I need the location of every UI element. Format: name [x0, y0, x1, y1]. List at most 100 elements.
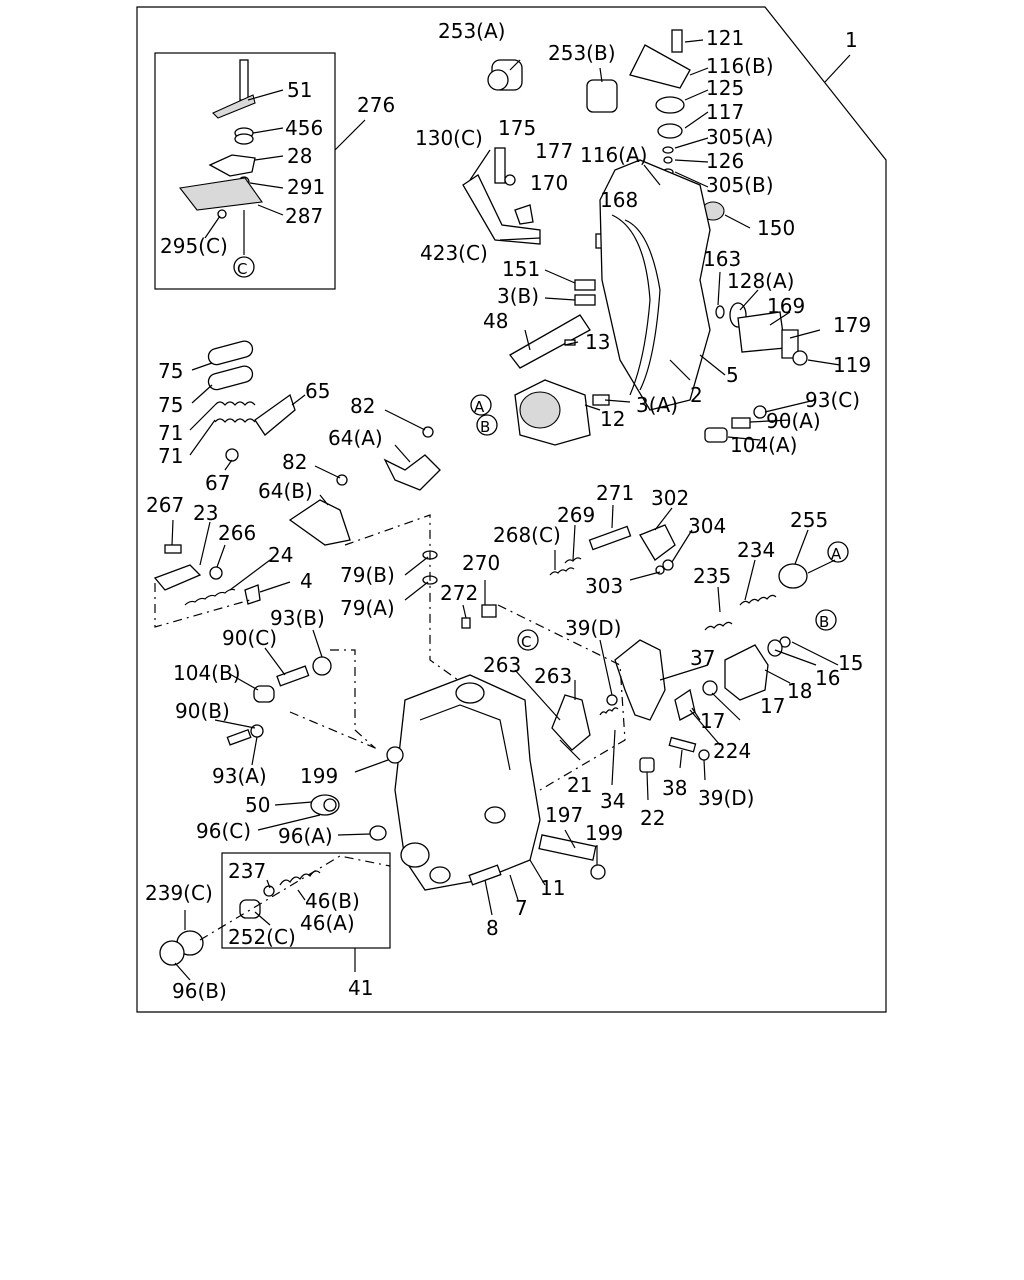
label-252c: 252(C): [228, 925, 296, 949]
label-34: 34: [600, 789, 625, 813]
label-237: 237: [228, 859, 266, 883]
label-46b: 46(B): [305, 889, 360, 913]
marker-a-right-text: A: [831, 545, 842, 563]
label-197: 197: [545, 803, 583, 827]
label-22: 22: [640, 806, 665, 830]
label-16: 16: [815, 666, 840, 690]
label-177: 177: [535, 139, 573, 163]
label-67: 67: [205, 471, 230, 495]
label-75b: 75: [158, 393, 183, 417]
label-130c: 130(C): [415, 126, 483, 150]
part-labels: 253(A) 253(B) 121 116(B) 125 117 305(A) …: [145, 19, 871, 1003]
label-15: 15: [838, 651, 863, 675]
label-90b: 90(B): [175, 699, 230, 723]
label-270: 270: [462, 551, 500, 575]
label-21: 21: [567, 773, 592, 797]
marker-b-right: [815, 609, 837, 631]
label-116b: 116(B): [706, 54, 774, 78]
label-163: 163: [703, 247, 741, 271]
label-71a: 71: [158, 421, 183, 445]
marker-b-right-text: B: [819, 613, 829, 631]
label-126: 126: [706, 149, 744, 173]
inset-276-box: [154, 52, 336, 290]
label-175: 175: [498, 116, 536, 140]
label-93a: 93(A): [212, 764, 267, 788]
label-41: 41: [348, 976, 373, 1000]
label-235: 235: [693, 564, 731, 588]
marker-c-right: [517, 629, 539, 651]
label-18: 18: [787, 679, 812, 703]
label-276: 276: [357, 93, 395, 117]
label-11: 11: [540, 876, 565, 900]
label-224: 224: [713, 739, 751, 763]
label-116a: 116(A): [580, 143, 647, 167]
label-267: 267: [146, 493, 184, 517]
label-39d-a: 39(D): [565, 616, 621, 640]
label-12: 12: [600, 407, 625, 431]
label-151: 151: [502, 257, 540, 281]
label-3a: 3(A): [636, 393, 678, 417]
label-305b: 305(B): [706, 173, 774, 197]
diagram-frame: [136, 6, 887, 1013]
marker-c-inset: C: [237, 260, 247, 278]
label-255: 255: [790, 508, 828, 532]
label-117: 117: [706, 100, 744, 124]
label-456: 456: [285, 116, 323, 140]
label-272: 272: [440, 581, 478, 605]
label-199a: 199: [300, 764, 338, 788]
label-199b: 199: [585, 821, 623, 845]
label-268c: 268(C): [493, 523, 561, 547]
marker-c-right-text: C: [521, 633, 531, 651]
label-104b: 104(B): [173, 661, 241, 685]
label-234: 234: [737, 538, 775, 562]
inset-41-box: [221, 852, 391, 949]
label-75a: 75: [158, 359, 183, 383]
label-7: 7: [515, 896, 528, 920]
label-79b: 79(B): [340, 563, 395, 587]
label-90a: 90(A): [766, 409, 821, 433]
label-96a: 96(A): [278, 824, 333, 848]
label-82a: 82: [350, 394, 375, 418]
label-269: 269: [557, 503, 595, 527]
right-middle-parts: A B C: [461, 524, 849, 791]
label-239c: 239(C): [145, 881, 213, 905]
label-2: 2: [690, 383, 703, 407]
label-119: 119: [833, 353, 871, 377]
label-17b: 17: [700, 709, 725, 733]
label-79a: 79(A): [340, 596, 395, 620]
label-121: 121: [706, 26, 744, 50]
label-46a: 46(A): [300, 911, 355, 935]
label-253a: 253(A): [438, 19, 505, 43]
inset-276-parts: C: [178, 59, 263, 278]
label-71b: 71: [158, 444, 183, 468]
label-24: 24: [268, 543, 293, 567]
label-169: 169: [767, 294, 805, 318]
label-5: 5: [726, 363, 739, 387]
label-64a: 64(A): [328, 426, 383, 450]
label-51: 51: [287, 78, 312, 102]
label-82b: 82: [282, 450, 307, 474]
label-303: 303: [585, 574, 623, 598]
label-253b: 253(B): [548, 41, 616, 65]
label-50: 50: [245, 793, 270, 817]
lower-housing-parts: [159, 649, 606, 966]
label-65: 65: [305, 379, 330, 403]
left-cluster-parts: [153, 340, 466, 686]
label-305a: 305(A): [706, 125, 773, 149]
label-263b: 263: [534, 664, 572, 688]
label-48: 48: [483, 309, 508, 333]
label-93b: 93(B): [270, 606, 325, 630]
label-96b: 96(B): [172, 979, 227, 1003]
label-125: 125: [706, 76, 744, 100]
label-170: 170: [530, 171, 568, 195]
label-4: 4: [300, 569, 313, 593]
label-28: 28: [287, 144, 312, 168]
marker-a-upper-text: A: [474, 398, 485, 416]
label-104a: 104(A): [730, 433, 797, 457]
label-168: 168: [600, 188, 638, 212]
label-179: 179: [833, 313, 871, 337]
label-291: 291: [287, 175, 325, 199]
label-64b: 64(B): [258, 479, 313, 503]
label-23: 23: [193, 501, 218, 525]
